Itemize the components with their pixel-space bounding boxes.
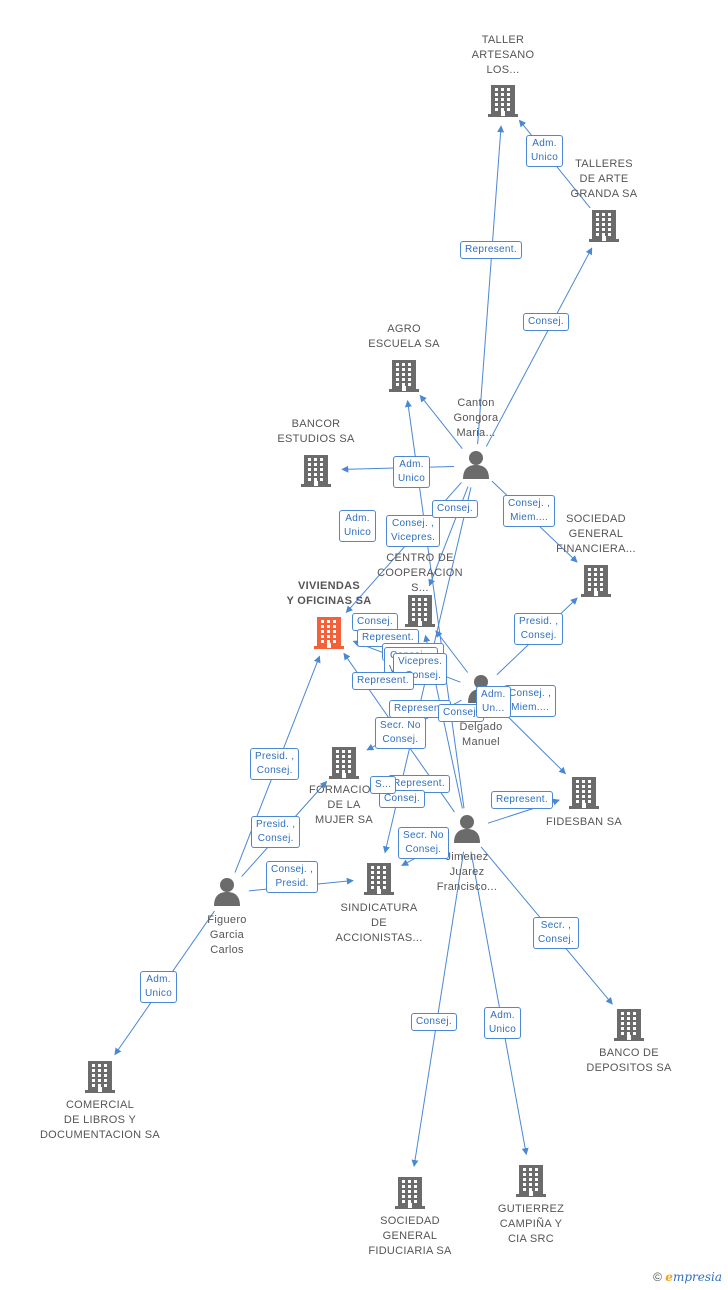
edge-label-figuero-formacion[interactable]: Presid. , Consej.: [251, 816, 301, 848]
edge-delgado-centro: [435, 630, 469, 673]
brand-logo: empresia: [665, 1270, 722, 1284]
building-icon-sociedad_fid[interactable]: [395, 1175, 425, 1214]
node-label-sociedad_fid[interactable]: SOCIEDAD GENERAL FIDUCIARIA SA: [368, 1215, 452, 1257]
building-icon-centro[interactable]: [405, 593, 435, 632]
edge-label-jimenez-viviendas[interactable]: Represent.: [389, 700, 451, 718]
footer-brand: © empresia: [653, 1270, 722, 1284]
edge-label-talleres_arte-taller_artesano[interactable]: Adm. Unico: [526, 135, 564, 167]
edge-jimenez-gutierrez: [470, 851, 529, 1156]
edge-label-delgado-sociedad_gf[interactable]: Presid. , Consej.: [514, 613, 564, 645]
edge-label-delgado-formacion[interactable]: Secr. No Consej.: [375, 717, 426, 749]
node-label-centro[interactable]: CENTRO DE COOPERACION S...: [377, 552, 463, 594]
edge-label-extra-0[interactable]: Consej.: [432, 500, 479, 518]
edge-label-canton-agro_escuela[interactable]: Adm. Unico: [393, 456, 431, 488]
edge-label-canton-centro[interactable]: Consej. , Vicepres.: [386, 515, 441, 547]
building-icon-banco_depositos[interactable]: [614, 1007, 644, 1046]
edge-label-extra-4[interactable]: Adm. Un...: [476, 686, 511, 718]
person-icon-figuero[interactable]: [212, 876, 242, 911]
edge-canton-agro_escuela: [419, 394, 463, 450]
edge-label-jimenez-gutierrez[interactable]: Adm. Unico: [484, 1007, 522, 1039]
node-label-fidesban[interactable]: FIDESBAN SA: [545, 816, 623, 828]
node-label-comercial[interactable]: COMERCIAL DE LIBROS Y DOCUMENTACION SA: [39, 1099, 161, 1141]
edge-label-jimenez-sindicatura[interactable]: Secr. No Consej.: [398, 827, 449, 859]
node-label-canton[interactable]: Canton Gongora Maria...: [453, 397, 499, 439]
node-label-delgado[interactable]: Delgado Manuel: [459, 721, 503, 748]
building-icon-bancor[interactable]: [301, 453, 331, 492]
node-label-bancor[interactable]: BANCOR ESTUDIOS SA: [277, 418, 355, 445]
edge-label-jimenez-fidesban[interactable]: Represent.: [491, 791, 553, 809]
node-label-agro_escuela[interactable]: AGRO ESCUELA SA: [368, 323, 440, 350]
edge-label-canton-bancor[interactable]: Adm. Unico: [339, 510, 377, 542]
edge-label-figuero-viviendas[interactable]: Presid. , Consej.: [250, 748, 300, 780]
node-label-taller_artesano[interactable]: TALLER ARTESANO LOS...: [471, 34, 535, 76]
edge-label-extra-5[interactable]: S...: [370, 776, 397, 794]
node-label-talleres_arte[interactable]: TALLERES DE ARTE GRANDA SA: [570, 158, 638, 200]
node-label-sociedad_gf[interactable]: SOCIEDAD GENERAL FINANCIERA...: [556, 513, 636, 555]
building-icon-sociedad_gf[interactable]: [581, 563, 611, 602]
node-label-banco_depositos[interactable]: BANCO DE DEPOSITOS SA: [586, 1047, 672, 1074]
edge-label-delgado-fidesban[interactable]: Consej. , Miem....: [504, 685, 557, 717]
building-icon-viviendas[interactable]: [314, 615, 344, 654]
edge-label-jimenez-banco_depositos[interactable]: Secr. , Consej.: [533, 917, 580, 949]
edge-label-figuero-sindicatura[interactable]: Consej. , Presid.: [266, 861, 319, 893]
building-icon-agro_escuela[interactable]: [389, 358, 419, 397]
building-icon-taller_artesano[interactable]: [488, 83, 518, 122]
building-icon-talleres_arte[interactable]: [589, 208, 619, 247]
node-label-jimenez[interactable]: Jimenez Juarez Francisco...: [436, 851, 498, 893]
edge-label-canton-talleres_arte[interactable]: Consej.: [523, 313, 570, 331]
building-icon-fidesban[interactable]: [569, 775, 599, 814]
building-icon-comercial[interactable]: [85, 1059, 115, 1098]
node-label-viviendas[interactable]: VIVIENDAS Y OFICINAS SA: [286, 580, 372, 607]
building-icon-gutierrez[interactable]: [516, 1163, 546, 1202]
edge-label-canton-sociedad_gf[interactable]: Consej. , Miem....: [503, 495, 556, 527]
node-label-sindicatura[interactable]: SINDICATURA DE ACCIONISTAS...: [335, 902, 423, 944]
person-icon-jimenez[interactable]: [452, 813, 482, 848]
edge-canton-taller_artesano: [477, 125, 505, 445]
edge-label-extra-2[interactable]: Consej.: [379, 790, 426, 808]
edge-label-jimenez-sociedad_fid[interactable]: Consej.: [411, 1013, 458, 1031]
edge-jimenez-sociedad_fid: [411, 851, 465, 1168]
building-icon-formacion[interactable]: [329, 745, 359, 784]
building-icon-sindicatura[interactable]: [364, 861, 394, 900]
edge-label-canton-taller_artesano[interactable]: Represent.: [460, 241, 522, 259]
copyright-symbol: ©: [653, 1270, 662, 1284]
edge-label-figuero-comercial[interactable]: Adm. Unico: [140, 971, 178, 1003]
node-label-gutierrez[interactable]: GUTIERREZ CAMPIÑA Y CIA SRC: [497, 1203, 565, 1245]
person-icon-canton[interactable]: [461, 449, 491, 484]
edge-label-extra-1[interactable]: Represent.: [352, 672, 414, 690]
node-label-formacion[interactable]: FORMACION DE LA MUJER SA: [309, 784, 379, 826]
node-label-figuero[interactable]: Figuero Garcia Carlos: [207, 914, 247, 956]
edge-canton-talleres_arte: [485, 247, 593, 447]
